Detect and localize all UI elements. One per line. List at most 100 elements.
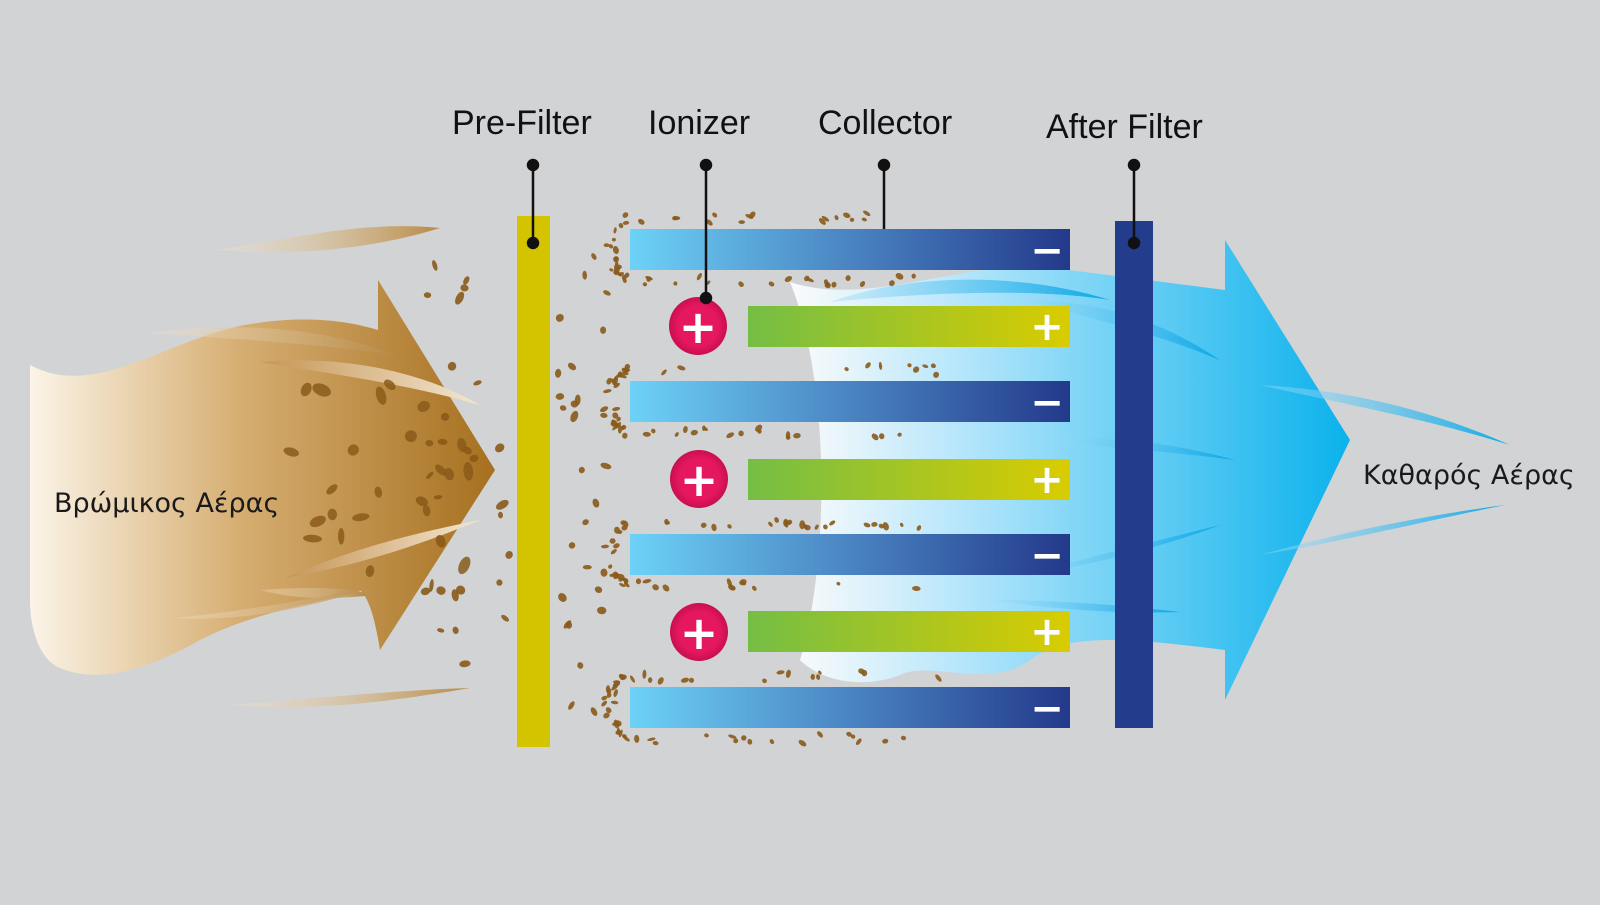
dust-particle xyxy=(768,521,773,527)
dust-particle xyxy=(460,284,469,292)
pre-filter-label: Pre-Filter xyxy=(452,104,592,142)
dust-particle xyxy=(455,291,465,305)
dirty-air-arrow xyxy=(30,226,495,708)
ionizer-plus-sign: + xyxy=(680,453,719,507)
dust-particle xyxy=(592,498,600,508)
dust-particle xyxy=(882,738,889,744)
dust-particle xyxy=(618,674,626,680)
dust-particle xyxy=(437,628,445,633)
dust-particle xyxy=(606,693,612,698)
dust-particle xyxy=(768,281,775,287)
dust-particle xyxy=(567,362,577,371)
dust-particle xyxy=(422,504,431,517)
dust-particle xyxy=(440,412,450,421)
dust-particle xyxy=(680,677,690,683)
dust-particle xyxy=(783,518,789,527)
dust-particle xyxy=(384,379,396,391)
dust-particle xyxy=(859,281,866,287)
dust-particle xyxy=(582,270,588,280)
dust-particle xyxy=(616,727,621,735)
ionizer-ball xyxy=(669,297,727,355)
dust-particle xyxy=(642,669,647,679)
dust-particle xyxy=(437,438,448,445)
dust-particle xyxy=(347,444,359,456)
dust-particle xyxy=(610,549,617,555)
dust-particle xyxy=(776,670,785,675)
dust-particle xyxy=(787,519,793,525)
dust-particle xyxy=(612,406,621,412)
dust-particle xyxy=(674,432,679,437)
dust-particle xyxy=(600,568,608,577)
dust-particle xyxy=(895,272,904,280)
dust-particle xyxy=(878,361,883,370)
dust-particle xyxy=(738,281,744,287)
pre-filter-pointer-dot xyxy=(526,158,540,172)
dust-particle xyxy=(834,215,839,221)
dust-particle xyxy=(664,518,669,525)
dust-particle xyxy=(728,584,736,591)
dust-particle xyxy=(849,217,855,222)
dust-particle xyxy=(417,400,430,412)
dust-particle xyxy=(897,432,902,437)
ionizer-pointer-dot xyxy=(699,291,713,305)
dust-particle xyxy=(930,363,936,369)
dust-particle xyxy=(747,738,753,745)
dust-particle xyxy=(473,380,482,386)
after-filter-pointer-dot xyxy=(1127,158,1141,172)
dust-particle xyxy=(647,737,656,742)
dust-particle xyxy=(435,464,447,476)
dust-particle xyxy=(798,739,807,747)
dust-particle xyxy=(435,534,446,548)
dust-particle xyxy=(810,673,816,680)
dust-particle xyxy=(651,428,656,434)
dust-particle xyxy=(863,210,871,216)
negative-sign: − xyxy=(1030,228,1064,274)
after-filter-pointer-dot xyxy=(1127,236,1141,250)
dust-particle xyxy=(463,461,474,481)
dust-particle xyxy=(568,701,575,710)
dust-particle xyxy=(624,363,631,370)
dust-particle xyxy=(452,626,459,634)
dust-particle xyxy=(858,668,865,674)
dust-particle xyxy=(814,524,819,530)
dust-particle xyxy=(603,243,610,248)
dust-particle xyxy=(614,526,620,534)
dust-particle xyxy=(749,211,756,219)
dust-particle xyxy=(429,579,434,592)
dust-particle xyxy=(855,738,862,746)
dust-particle xyxy=(784,275,793,283)
dust-particle xyxy=(458,556,471,575)
dust-particle xyxy=(935,674,942,682)
dust-particle xyxy=(844,367,849,372)
dust-particle xyxy=(818,670,822,675)
dust-particle xyxy=(690,429,698,436)
dust-particle xyxy=(459,660,471,668)
dust-particle xyxy=(688,677,695,683)
dust-particle xyxy=(922,364,929,368)
dust-particle xyxy=(326,484,338,495)
positive-plate xyxy=(748,459,1070,500)
dust-particle xyxy=(603,712,610,719)
dust-particle xyxy=(616,416,621,422)
dust-particle xyxy=(436,586,446,595)
dust-particle xyxy=(605,685,610,693)
dust-particle xyxy=(451,589,459,602)
dust-particle xyxy=(601,700,608,707)
negative-plate xyxy=(630,229,1070,270)
dust-particle xyxy=(738,430,744,437)
dust-particle xyxy=(555,393,565,400)
positive-sign: + xyxy=(1030,457,1064,503)
dust-particle xyxy=(871,433,879,441)
dust-particle xyxy=(283,447,299,457)
dust-particle xyxy=(554,368,562,378)
dust-particle xyxy=(816,674,821,680)
dust-particle xyxy=(850,734,856,739)
dust-particle xyxy=(613,543,620,549)
dust-particle xyxy=(863,522,871,528)
negative-sign: − xyxy=(1030,380,1064,426)
collector-label: Collector xyxy=(818,104,953,142)
dust-particle xyxy=(882,522,889,531)
dust-particle xyxy=(404,430,417,443)
dust-particle xyxy=(865,362,871,369)
dust-particle xyxy=(600,462,612,470)
